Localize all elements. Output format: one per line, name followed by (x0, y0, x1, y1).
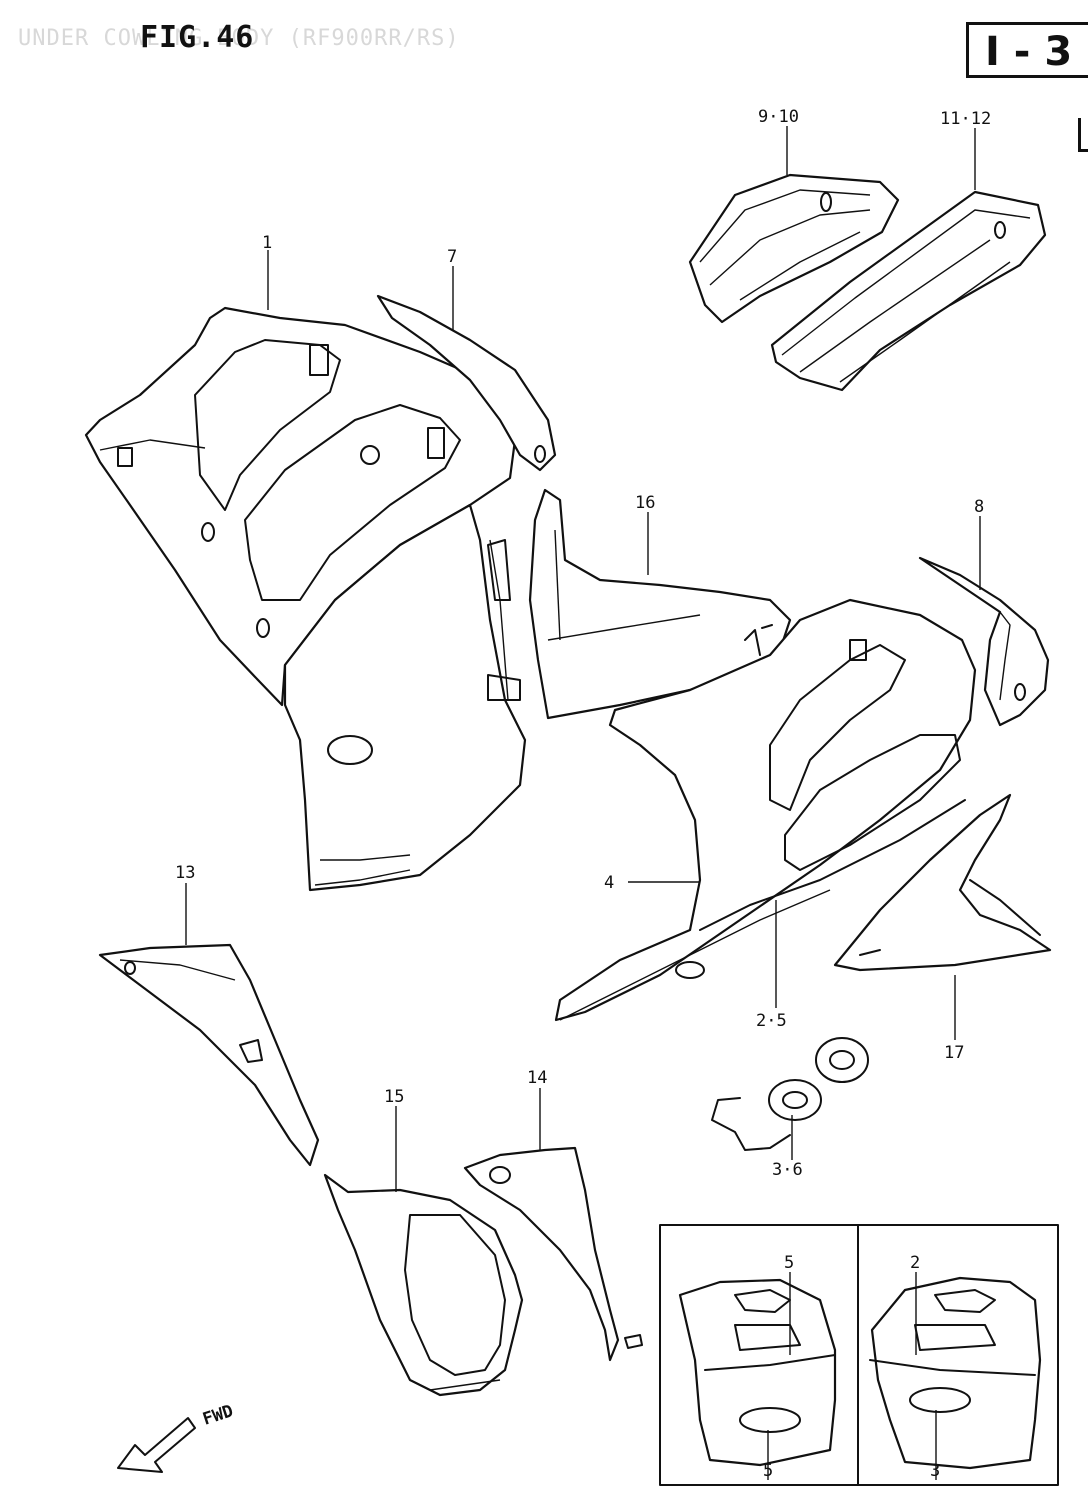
callout-17: 17 (944, 1043, 964, 1063)
part-13-side-cover (98, 943, 320, 1167)
callout-4: 4 (604, 873, 614, 893)
edge-bracket-mark (1078, 118, 1088, 152)
callout-7: 7 (447, 247, 457, 267)
callout-2-5: 2·5 (756, 1011, 787, 1031)
callout-inset-right-top: 2 (910, 1253, 920, 1273)
leader-lines (185, 126, 981, 1480)
section-code: I - 3 (985, 29, 1073, 75)
part-7-strip (376, 294, 557, 472)
part-3-6-emblem (711, 1037, 869, 1151)
part-17-side-panel (833, 793, 1052, 972)
callout-14: 14 (527, 1068, 547, 1088)
callout-inset-right-bottom: 3 (930, 1461, 940, 1481)
part-11-12-panel (770, 190, 1047, 392)
callout-15: 15 (384, 1087, 404, 1107)
callout-inset-left-top: 5 (784, 1253, 794, 1273)
callout-inset-left-bottom: 5 (763, 1461, 773, 1481)
inset-box (659, 1224, 1059, 1486)
fwd-label: FWD (200, 1401, 235, 1430)
callout-1: 1 (262, 233, 272, 253)
faint-header-title: UNDER COWLING BODY (RF900RR/RS) (18, 26, 460, 51)
callout-3-6: 3·6 (772, 1160, 803, 1180)
section-code-box: I - 3 (966, 22, 1088, 78)
part-15-air-duct (323, 1173, 524, 1397)
callout-9-10: 9·10 (758, 107, 799, 127)
part-1-lower-body (283, 503, 527, 892)
part-8-small-cover (918, 556, 1050, 727)
part-14-lower-panel (463, 1146, 643, 1362)
callout-8: 8 (974, 497, 984, 517)
callout-11-12: 11·12 (940, 109, 991, 129)
figure-label: FIG.46 (140, 20, 255, 55)
callout-16: 16 (635, 493, 655, 513)
fwd-arrow-icon (117, 1417, 196, 1473)
callout-13: 13 (175, 863, 195, 883)
part-4-lower-cowl (554, 598, 977, 1022)
part-9-10-cover (688, 173, 900, 324)
